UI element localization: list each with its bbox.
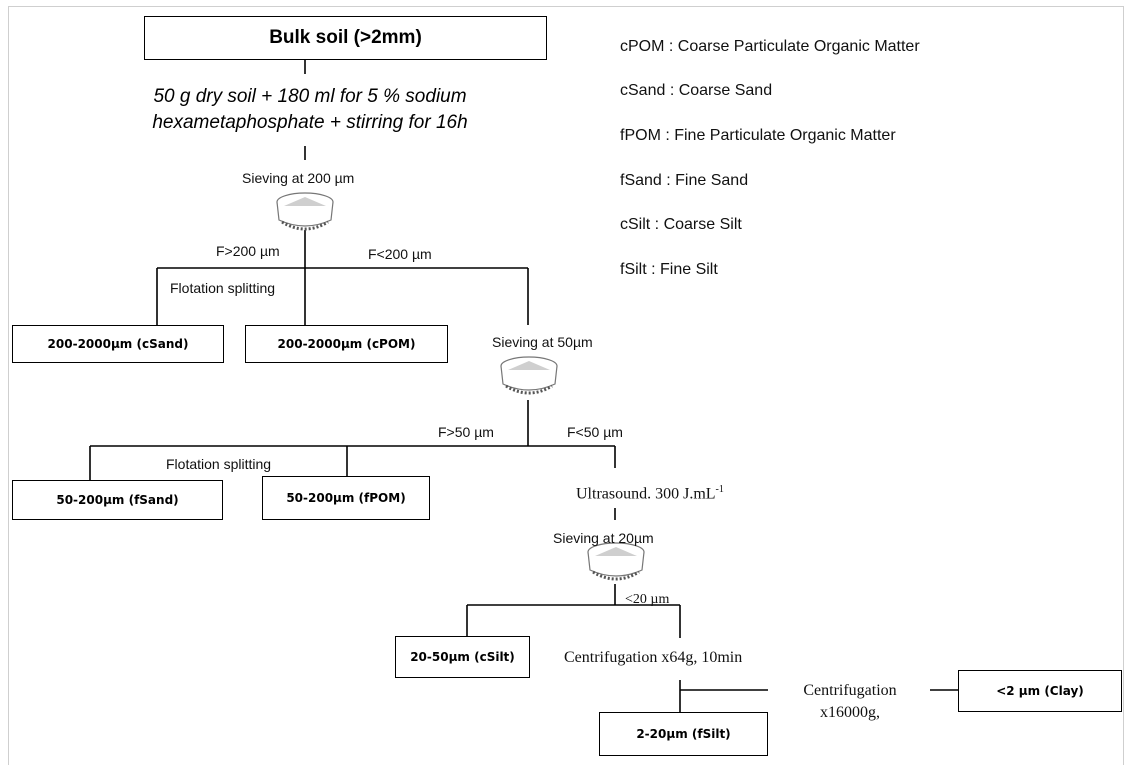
fpom-box: 50-200µm (fPOM) [262,476,430,520]
csand-label: 200-2000µm (cSand) [47,337,189,351]
legend-item-fpom: fPOM : Fine Particulate Organic Matter [620,127,896,144]
sieve-20-icon [587,542,645,581]
ultrasound-label: Ultrasound. 300 J.mL-1 [576,484,724,503]
bulk-soil-label: Bulk soil (>2mm) [269,27,422,48]
sieve-50-label: Sieving at 50µm [492,334,593,350]
legend-item-fsilt: fSilt : Fine Silt [620,261,718,278]
centrifugation-16000g-line-2: x16000g, [820,704,880,721]
sieve-200-icon [276,192,334,231]
dispersion-step: 50 g dry soil + 180 ml for 5 % sodium he… [110,84,510,136]
fsand-label: 50-200µm (fSand) [56,493,179,507]
sieve-20-label: Sieving at 20µm [553,530,654,546]
centrifugation-16000g-label: Centrifugation x16000g, [790,680,910,724]
csand-box: 200-2000µm (cSand) [12,325,224,363]
flotation-splitting-label-1: Flotation splitting [170,280,276,296]
centrifugation-16000g-line-1: Centrifugation [803,682,897,699]
clay-label: <2 µm (Clay) [996,684,1084,698]
csilt-label: 20-50µm (cSilt) [410,650,515,664]
legend-item-fsand: fSand : Fine Sand [620,172,749,189]
fraction-lt-20-label: <20 µm [625,592,670,607]
fraction-lt-50-label: F<50 µm [567,424,623,440]
fpom-label: 50-200µm (fPOM) [286,491,406,505]
cpom-label: 200-2000µm (cPOM) [277,337,416,351]
legend-item-cpom: cPOM : Coarse Particulate Organic Matter [620,38,920,55]
legend-item-csilt: cSilt : Coarse Silt [620,216,742,233]
sieve-50-icon [500,356,558,395]
cpom-box: 200-2000µm (cPOM) [245,325,448,363]
figure-frame [8,6,1124,765]
fraction-lt-200-label: F<200 µm [368,246,432,262]
fsilt-label: 2-20µm (fSilt) [636,727,731,741]
fsilt-box: 2-20µm (fSilt) [599,712,768,756]
dispersion-line-1: 50 g dry soil + 180 ml for 5 % sodium [153,86,467,107]
dispersion-line-2: hexametaphosphate + stirring for 16h [152,112,468,133]
centrifugation-64g-label: Centrifugation x64g, 10min [564,649,743,666]
clay-box: <2 µm (Clay) [958,670,1122,712]
legend-item-csand: cSand : Coarse Sand [620,82,773,99]
ultrasound-text: Ultrasound. 300 J.mL [576,485,716,503]
bulk-soil-box: Bulk soil (>2mm) [144,16,547,60]
fraction-gt-50-label: F>50 µm [438,424,494,440]
flotation-splitting-label-2: Flotation splitting [166,456,272,472]
fraction-gt-200-label: F>200 µm [216,243,280,259]
ultrasound-exponent: -1 [715,484,724,495]
csilt-box: 20-50µm (cSilt) [395,636,530,678]
fsand-box: 50-200µm (fSand) [12,480,223,520]
sieve-200-label: Sieving at 200 µm [242,170,355,186]
